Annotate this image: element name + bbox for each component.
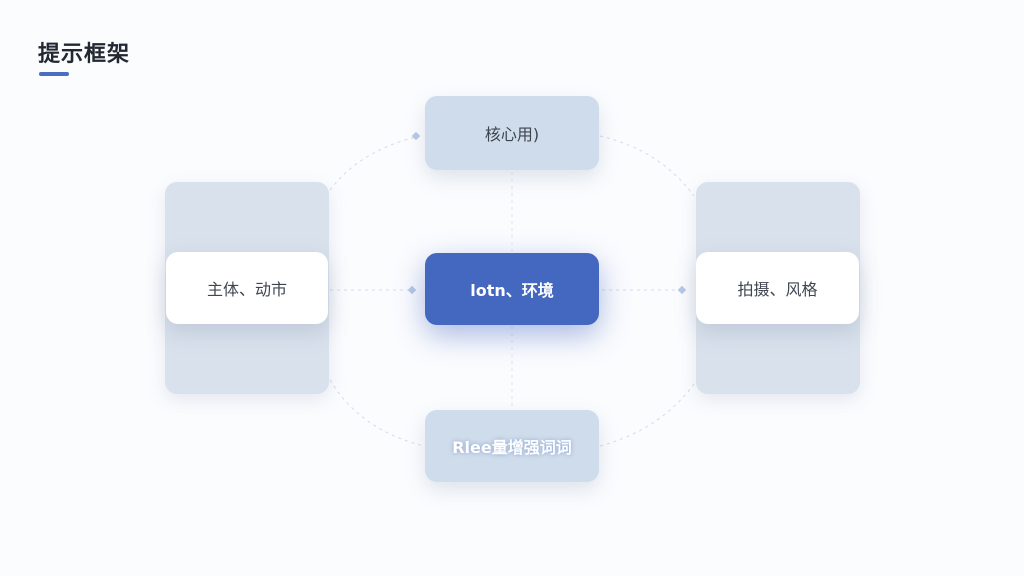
title-underline [39,72,69,76]
node-bottom: Rlee量增强词词 [425,410,599,482]
arc-top-right [599,135,695,197]
node-bottom-label: Rlee量增强词词 [452,438,572,457]
node-center-label: lotn、环境 [470,281,554,300]
node-top: 核心用) [425,96,599,170]
arc-top-left [329,135,421,191]
arc-bottom-right [599,383,695,447]
node-top-label: 核心用) [484,125,540,144]
node-center: lotn、环境 [425,253,599,325]
node-left-label: 主体、动市 [206,280,287,299]
arc-bottom-left [329,379,425,447]
node-right: 拍摄、风格 [696,252,859,324]
node-right-label: 拍摄、风格 [737,280,818,299]
page-title: 提示框架 [38,42,131,67]
node-left: 主体、动市 [166,252,328,324]
